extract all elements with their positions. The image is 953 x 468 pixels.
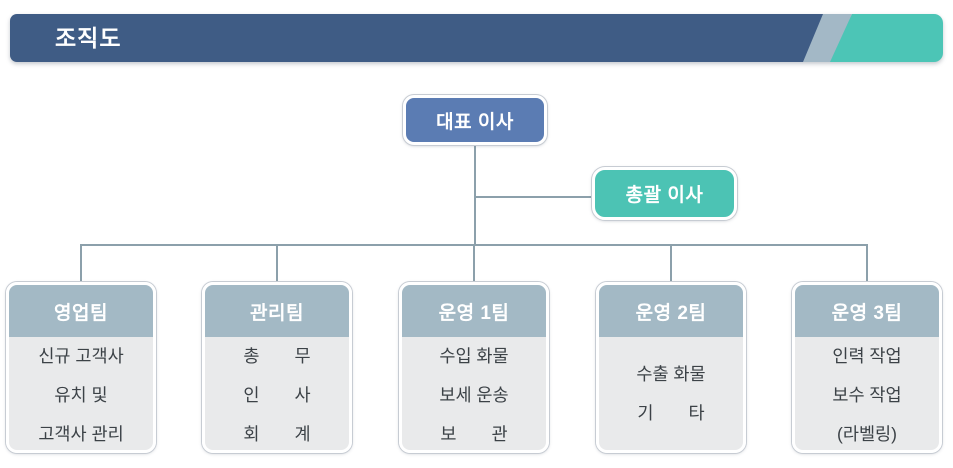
- team-body-sales: 신규 고객사 유치 및 고객사 관리: [9, 337, 153, 450]
- team-body-operations-3: 인력 작업 보수 작업 (라벨링): [795, 337, 939, 450]
- title-bar-accent: [830, 14, 943, 62]
- node-ceo-label: 대표 이사: [436, 111, 514, 133]
- team-header-operations-2: 운영 2팀: [599, 285, 743, 337]
- title-bar: 조직도: [0, 0, 953, 76]
- team-card-admin: 관리팀 총 무 인 사 회 계: [202, 282, 352, 453]
- team-duty: 총 무: [243, 346, 311, 366]
- connector-stub-team-1: [80, 244, 82, 282]
- team-body-admin: 총 무 인 사 회 계: [205, 337, 349, 450]
- team-card-operations-2: 운영 2팀 수출 화물 기 타: [596, 282, 746, 453]
- node-executive-director-label: 총괄 이사: [625, 185, 704, 206]
- team-card-operations-3: 운영 3팀 인력 작업 보수 작업 (라벨링): [792, 282, 942, 453]
- node-executive-director: 총괄 이사: [592, 167, 737, 220]
- node-ceo: 대표 이사: [403, 95, 547, 145]
- team-duty: 기 타: [637, 402, 705, 423]
- team-duty: (라벨링): [837, 424, 897, 444]
- team-card-sales: 영업팀 신규 고객사 유치 및 고객사 관리: [6, 282, 156, 453]
- team-body-operations-2: 수출 화물 기 타: [599, 337, 743, 450]
- connector-stub-team-4: [670, 244, 672, 282]
- team-duty: 고객사 관리: [38, 424, 124, 444]
- connector-stub-team-3: [473, 244, 475, 282]
- team-duty: 수입 화물: [439, 346, 509, 366]
- team-duty: 신규 고객사: [38, 346, 124, 366]
- team-header-operations-3: 운영 3팀: [795, 285, 939, 337]
- title-bar-background: [10, 14, 833, 62]
- team-duty: 회 계: [243, 424, 311, 444]
- team-body-operations-1: 수입 화물 보세 운송 보 관: [402, 337, 546, 450]
- team-header-sales: 영업팀: [9, 285, 153, 337]
- team-name: 운영 3팀: [831, 302, 903, 324]
- team-header-operations-1: 운영 1팀: [402, 285, 546, 337]
- team-header-admin: 관리팀: [205, 285, 349, 337]
- team-duty: 유치 및: [54, 385, 108, 405]
- connector-exec-branch: [474, 196, 592, 198]
- team-name: 관리팀: [250, 302, 304, 324]
- team-name: 영업팀: [54, 302, 108, 324]
- title-bar-shapes: [0, 0, 953, 76]
- team-duty: 보수 작업: [832, 385, 902, 405]
- page-title: 조직도: [55, 25, 122, 51]
- team-name: 운영 1팀: [438, 302, 510, 324]
- connector-stub-team-2: [276, 244, 278, 282]
- team-duty: 수출 화물: [636, 363, 706, 384]
- team-name: 운영 2팀: [635, 302, 707, 324]
- team-duty: 인력 작업: [832, 346, 902, 366]
- team-duty: 보세 운송: [439, 385, 509, 405]
- team-duty: 보 관: [440, 424, 508, 444]
- connector-stub-team-5: [866, 244, 868, 282]
- team-card-operations-1: 운영 1팀 수입 화물 보세 운송 보 관: [399, 282, 549, 453]
- connector-ceo-vertical: [474, 145, 476, 245]
- team-duty: 인 사: [243, 385, 311, 405]
